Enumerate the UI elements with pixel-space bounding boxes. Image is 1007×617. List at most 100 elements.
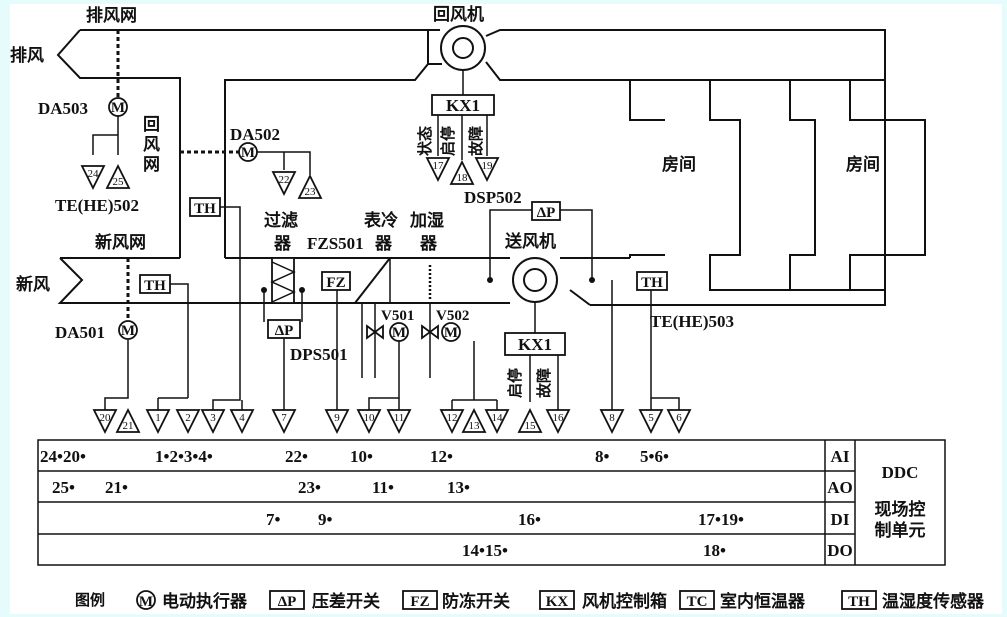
kx1-top-status-label: 状态 xyxy=(416,126,434,156)
ddc-point: 12• xyxy=(430,447,453,466)
humidifier-label-2: 器 xyxy=(419,234,438,253)
terminal-triangle xyxy=(666,409,692,435)
legend-text: 电动执行器 xyxy=(162,591,248,611)
room-1-label: 房间 xyxy=(662,154,696,174)
svg-text:ΔP: ΔP xyxy=(537,205,556,221)
svg-text:M: M xyxy=(121,323,135,339)
terminal-21: 21 xyxy=(115,407,141,433)
terminal-10: 10 xyxy=(356,409,382,435)
terminal-7: 7 xyxy=(271,409,297,435)
terminal-9: 9 xyxy=(324,409,350,435)
da501-label: DA501 xyxy=(55,323,105,342)
terminal-number: 9 xyxy=(334,412,340,424)
terminal-triangle xyxy=(517,407,543,433)
terminal-number: 6 xyxy=(676,412,682,424)
legend-symbol-frame xyxy=(136,590,156,610)
terminal-triangle xyxy=(115,407,141,433)
legend-symbol-frame xyxy=(679,590,715,610)
ddc-row-type-di: DI xyxy=(831,510,850,529)
legend-text: 风机控制箱 xyxy=(582,591,667,611)
terminal-6: 6 xyxy=(666,409,692,435)
terminal-number: 21 xyxy=(123,420,134,432)
ddc-point: 8• xyxy=(595,447,610,466)
svg-text:TH: TH xyxy=(144,278,166,294)
legend-text: 温湿度传感器 xyxy=(882,591,985,611)
ddc-point: 25• xyxy=(52,478,75,497)
exhaust-damper-net-label: 排风网 xyxy=(86,5,137,25)
dsp-line-right xyxy=(560,209,593,280)
fresh-air-label: 新风 xyxy=(16,274,50,294)
terminal-triangle xyxy=(105,163,131,189)
terminal-triangle xyxy=(484,409,510,435)
terminal-triangle xyxy=(638,409,664,435)
terminal-triangle xyxy=(356,409,382,435)
v501-label: V501 xyxy=(381,308,414,324)
legend-symbol-frame xyxy=(269,590,305,610)
te-he-502-label: TE(HE)502 xyxy=(55,196,139,215)
terminal-23: 23 xyxy=(297,173,323,199)
ddc-point: 23• xyxy=(298,478,321,497)
ddc-point: 5•6• xyxy=(640,447,669,466)
ddc-point: 11• xyxy=(372,478,394,497)
svg-text:TH: TH xyxy=(641,275,663,291)
terminal-18: 18 xyxy=(449,159,475,185)
ddc-subtitle-1: 现场控 xyxy=(875,499,926,519)
fzs501-label: FZS501 xyxy=(307,234,364,253)
ddc-point: 17•19• xyxy=(698,510,744,529)
terminal-number: 16 xyxy=(553,412,565,424)
terminal-number: 14 xyxy=(492,412,504,424)
terminal-triangle xyxy=(599,409,625,435)
terminal-12: 12 xyxy=(439,409,465,435)
legend-symbol: KX xyxy=(546,594,569,610)
terminal-3: 3 xyxy=(200,409,226,435)
terminal-number: 20 xyxy=(100,412,112,424)
return-fan-label: 回风机 xyxy=(433,4,484,24)
terminal-number: 7 xyxy=(281,412,287,424)
terminal-number: 4 xyxy=(239,412,245,424)
terminal-number: 19 xyxy=(482,160,494,172)
ddc-point: 22• xyxy=(285,447,308,466)
ddc-row-type-ao: AO xyxy=(827,478,853,497)
terminal-5: 5 xyxy=(638,409,664,435)
terminal-number: 15 xyxy=(525,420,537,432)
ddc-table: DDC 现场控 制单元 AI24•20•1•2•3•4•22•10•12•8•5… xyxy=(37,439,946,566)
dps501-label: DPS501 xyxy=(290,345,348,364)
kx1-bottom-startstop-label: 启停 xyxy=(506,368,524,398)
terminal-triangle xyxy=(545,409,571,435)
svg-text:M: M xyxy=(111,100,125,116)
return-damper-net-label-3: 网 xyxy=(143,155,160,174)
terminal-number: 8 xyxy=(609,412,615,424)
ddc-point: 7• xyxy=(266,510,281,529)
legend-item: KX 风机控制箱 xyxy=(539,590,667,611)
legend-title: 图例 xyxy=(75,591,105,609)
terminal-17: 17 xyxy=(425,157,451,183)
terminal-triangle xyxy=(271,171,297,197)
terminal-triangle xyxy=(229,409,255,435)
terminal-24: 24 xyxy=(80,165,106,191)
terminal-triangle xyxy=(386,409,412,435)
signal-wiring xyxy=(92,70,680,410)
kx1-top-startstop-label: 启停 xyxy=(439,126,457,156)
terminal-14: 14 xyxy=(484,409,510,435)
terminal-triangle xyxy=(297,173,323,199)
return-damper-net-label-1: 回 xyxy=(143,115,160,134)
filter-label-1: 过滤 xyxy=(264,210,298,230)
terminal-number: 10 xyxy=(364,412,376,424)
ddc-row-type-do: DO xyxy=(827,541,853,560)
terminal-13: 13 xyxy=(461,407,487,433)
terminal-15: 15 xyxy=(517,407,543,433)
terminal-number: 5 xyxy=(648,412,654,424)
ddc-point: 13• xyxy=(447,478,470,497)
terminal-triangle xyxy=(80,165,106,191)
dp-switch-fan: ΔP xyxy=(531,201,561,221)
supply-fan-label: 送风机 xyxy=(505,231,556,251)
terminal-16: 16 xyxy=(545,409,571,435)
da503-label: DA503 xyxy=(38,99,88,118)
filter xyxy=(261,257,305,322)
